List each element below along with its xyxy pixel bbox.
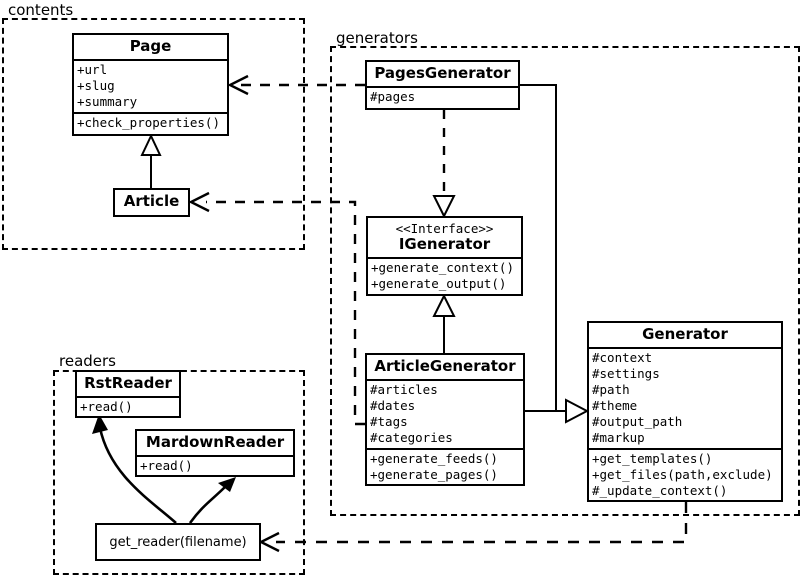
class-attributes-generator: #context #settings #path #theme #output_… bbox=[589, 347, 781, 448]
function-box-label: get_reader(filename) bbox=[109, 534, 247, 550]
class-attributes-pagesgenerator: #pages bbox=[367, 86, 518, 107]
class-method: +read() bbox=[80, 399, 133, 414]
class-title-page: Page bbox=[129, 37, 172, 55]
class-attributes-articlegenerator: #articles #dates #tags #categories bbox=[367, 379, 523, 448]
class-methods-rstreader: +read() bbox=[77, 396, 179, 417]
package-contents-label: contents bbox=[6, 2, 77, 18]
class-title-igenerator: IGenerator bbox=[398, 235, 491, 253]
class-attribute: #markup bbox=[592, 430, 645, 445]
function-box-get-reader[interactable]: get_reader(filename) bbox=[95, 523, 261, 561]
class-attribute: #pages bbox=[370, 89, 416, 104]
class-methods-igenerator: +generate_context() +generate_output() bbox=[368, 257, 521, 294]
class-attribute: #dates bbox=[370, 398, 416, 413]
class-title-generator: Generator bbox=[642, 325, 728, 343]
class-attribute: #context bbox=[592, 350, 653, 365]
class-title-pagesgenerator: PagesGenerator bbox=[374, 64, 511, 82]
class-title-rstreader: RstReader bbox=[84, 374, 172, 392]
class-attribute: #articles bbox=[370, 382, 438, 397]
class-box-rstreader[interactable]: RstReader +read() bbox=[75, 370, 181, 418]
package-generators-label: generators bbox=[334, 30, 421, 46]
class-attribute: #theme bbox=[592, 398, 638, 413]
class-method: +generate_output() bbox=[371, 276, 507, 291]
class-method: +check_properties() bbox=[77, 115, 220, 130]
class-title-article: Article bbox=[123, 192, 180, 210]
class-methods-page: +check_properties() bbox=[74, 112, 227, 133]
class-attribute: #tags bbox=[370, 414, 408, 429]
class-attribute: #path bbox=[592, 382, 630, 397]
class-box-mardownreader[interactable]: MardownReader +read() bbox=[135, 429, 295, 477]
package-contents bbox=[2, 18, 305, 250]
class-method: +generate_feeds() bbox=[370, 451, 498, 466]
class-attribute: #settings bbox=[592, 366, 660, 381]
class-box-igenerator[interactable]: <<Interface>> IGenerator +generate_conte… bbox=[366, 216, 523, 296]
class-stereotype-igenerator: <<Interface>> bbox=[395, 221, 494, 236]
class-title-articlegenerator: ArticleGenerator bbox=[374, 357, 516, 375]
class-methods-generator: +get_templates() +get_files(path,exclude… bbox=[589, 448, 781, 501]
class-method: +get_templates() bbox=[592, 451, 713, 466]
class-attribute: +slug bbox=[77, 78, 115, 93]
class-attribute: #output_path bbox=[592, 414, 683, 429]
class-title-mardownreader: MardownReader bbox=[145, 433, 285, 451]
class-method: #_update_context() bbox=[592, 483, 728, 498]
class-attribute: +url bbox=[77, 62, 108, 77]
class-method: +read() bbox=[140, 458, 193, 473]
class-method: +get_files(path,exclude) bbox=[592, 467, 773, 482]
class-box-pagesgenerator[interactable]: PagesGenerator #pages bbox=[365, 60, 520, 110]
class-box-articlegenerator[interactable]: ArticleGenerator #articles #dates #tags … bbox=[365, 353, 525, 486]
class-box-generator[interactable]: Generator #context #settings #path #them… bbox=[587, 321, 783, 502]
class-attribute: +summary bbox=[77, 94, 138, 109]
class-box-page[interactable]: Page +url +slug +summary +check_properti… bbox=[72, 33, 229, 136]
class-method: +generate_pages() bbox=[370, 467, 498, 482]
class-methods-articlegenerator: +generate_feeds() +generate_pages() bbox=[367, 448, 523, 485]
class-box-article[interactable]: Article bbox=[113, 188, 190, 217]
class-attribute: #categories bbox=[370, 430, 453, 445]
class-attributes-page: +url +slug +summary bbox=[74, 59, 227, 112]
class-method: +generate_context() bbox=[371, 260, 514, 275]
package-readers-label: readers bbox=[57, 353, 119, 369]
class-methods-mardownreader: +read() bbox=[137, 455, 293, 476]
